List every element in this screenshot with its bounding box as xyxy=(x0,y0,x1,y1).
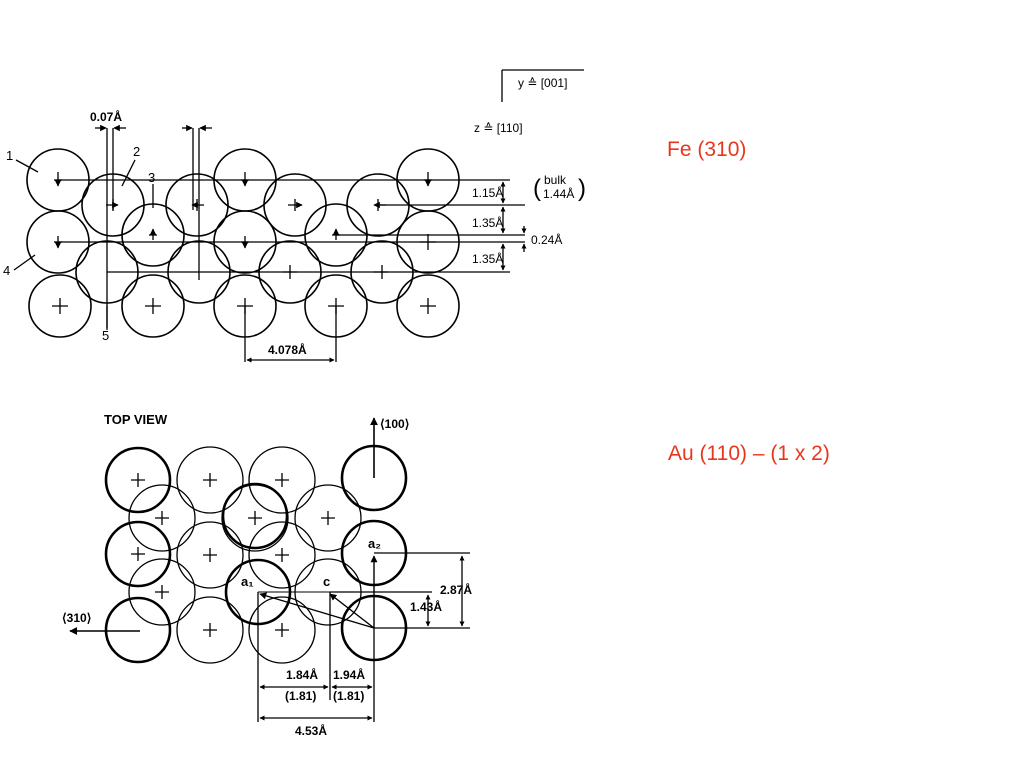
caption-au-110: Au (110) – (1 x 2) xyxy=(668,442,830,465)
distance-143-label: 1.43Å xyxy=(410,599,442,614)
direction-100-label: ⟨100⟩ xyxy=(380,417,409,431)
vector-a2-label: a₂ xyxy=(368,536,381,551)
atom-label-1: 1 xyxy=(6,148,13,163)
atom xyxy=(396,274,460,338)
atom xyxy=(28,274,92,338)
side-view-markers xyxy=(13,69,584,363)
distance-287-label: 2.87Å xyxy=(440,582,472,597)
atom xyxy=(165,173,229,237)
axis-y-label: y ≙ [001] xyxy=(518,76,567,90)
atom xyxy=(104,520,172,588)
top-view xyxy=(104,444,408,664)
top-view-markers xyxy=(69,417,470,722)
side-view xyxy=(26,148,460,338)
spacing-1-label: 1.15Å xyxy=(472,185,503,200)
distance-184-label: 1.84Å xyxy=(286,667,318,682)
atom xyxy=(104,446,172,514)
atom xyxy=(221,482,289,550)
spacing-2-label: 1.35Å xyxy=(472,215,503,230)
atom xyxy=(248,521,316,589)
atom xyxy=(176,596,244,664)
shift-label: 0.07Å xyxy=(90,109,122,124)
bulk-value-label: 1.44Å xyxy=(543,186,574,201)
atom-label-4: 4 xyxy=(3,263,10,278)
axis-z-label: z ≙ [110] xyxy=(474,121,523,135)
distance-181a-label: (1.81) xyxy=(285,689,316,703)
side-view-labels: y ≙ [001] z ≙ [110] 0.07Å 1 2 3 4 5 1.15… xyxy=(3,76,586,357)
distance-194-label: 1.94Å xyxy=(333,667,365,682)
caption-fe-310: Fe (310) xyxy=(667,138,747,161)
atom-label-5: 5 xyxy=(102,328,109,343)
atom xyxy=(128,558,196,626)
vector-a1-label: a₁ xyxy=(241,574,254,589)
bulk-paren-open: ( xyxy=(533,175,541,202)
atom xyxy=(294,484,362,552)
top-view-labels: TOP VIEW ⟨100⟩ ⟨310⟩ a₂ a₁ c 2.87Å 1.43Å… xyxy=(62,412,472,738)
distance-181b-label: (1.81) xyxy=(333,689,364,703)
bulk-paren-close: ) xyxy=(578,175,586,202)
shift-2-label: 0.24Å xyxy=(531,232,562,247)
atom xyxy=(104,596,172,664)
spacing-3-label: 1.35Å xyxy=(472,251,503,266)
lattice-label: 4.078Å xyxy=(268,342,307,357)
atom xyxy=(248,596,316,664)
atom xyxy=(121,274,185,338)
atom xyxy=(248,446,316,514)
atom-label-2: 2 xyxy=(133,144,140,159)
vector-c-label: c xyxy=(323,574,330,589)
atom xyxy=(176,521,244,589)
bulk-label: bulk xyxy=(544,173,567,187)
direction-310-label: ⟨310⟩ xyxy=(62,611,91,625)
atom xyxy=(128,484,196,552)
top-view-title: TOP VIEW xyxy=(104,412,168,427)
atom xyxy=(176,446,244,514)
atom-label-3: 3 xyxy=(148,170,155,185)
distance-453-label: 4.53Å xyxy=(295,723,327,738)
